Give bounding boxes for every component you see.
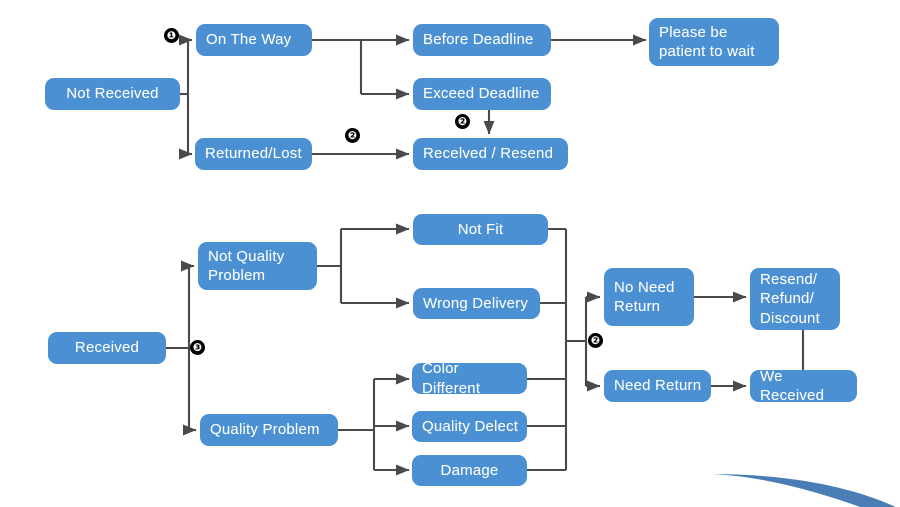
node-label: Quality Problem bbox=[210, 421, 320, 439]
marker-glyph: ❷ bbox=[347, 129, 358, 142]
node-not-quality-problem[interactable]: Not Quality Problem bbox=[198, 242, 317, 290]
node-label: Returned/Lost bbox=[205, 145, 302, 163]
marker-3-icon: ❸ bbox=[190, 340, 205, 355]
node-label: Resend/ Refund/ Discount bbox=[760, 271, 820, 327]
node-we-received[interactable]: We Received bbox=[750, 367, 857, 404]
node-color-different[interactable]: Color Different bbox=[412, 360, 527, 397]
node-exceed-deadline[interactable]: Exceed Deadline bbox=[413, 78, 551, 110]
node-received[interactable]: Received bbox=[48, 332, 166, 364]
node-quality-delect[interactable]: Quality Delect bbox=[412, 411, 527, 442]
marker-glyph: ❶ bbox=[166, 29, 177, 42]
marker-glyph: ❸ bbox=[192, 341, 203, 354]
node-label: Damage bbox=[440, 461, 499, 479]
node-label: Not Quality Problem bbox=[208, 247, 285, 284]
node-label: On The Way bbox=[206, 31, 292, 49]
node-need-return[interactable]: Need Return bbox=[604, 370, 711, 402]
marker-2-exceed-icon: ❷ bbox=[455, 114, 470, 129]
node-label: Recelved / Resend bbox=[423, 145, 554, 163]
node-resend-refund-discount[interactable]: Resend/ Refund/ Discount bbox=[750, 268, 840, 330]
node-label: Before Deadline bbox=[423, 31, 534, 49]
node-label: Exceed Deadline bbox=[423, 85, 540, 103]
node-please-be-patient[interactable]: Please be patient to wait bbox=[649, 18, 779, 66]
node-label: Need Return bbox=[614, 377, 702, 395]
node-quality-problem[interactable]: Quality Problem bbox=[200, 414, 338, 446]
node-label: We Received bbox=[760, 367, 825, 404]
node-no-need-return[interactable]: No Need Return bbox=[604, 268, 694, 326]
node-label: Quality Delect bbox=[422, 417, 519, 435]
node-before-deadline[interactable]: Before Deadline bbox=[413, 24, 551, 56]
node-label: Please be patient to wait bbox=[659, 23, 755, 60]
decorative-swoosh-icon bbox=[710, 474, 896, 507]
marker-glyph: ❷ bbox=[590, 334, 601, 347]
node-label: Color Different bbox=[422, 360, 481, 397]
node-on-the-way[interactable]: On The Way bbox=[196, 24, 312, 56]
node-returned-lost[interactable]: Returned/Lost bbox=[195, 138, 312, 170]
node-label: Received bbox=[74, 339, 140, 357]
node-not-received[interactable]: Not Received bbox=[45, 78, 180, 110]
marker-2-returned-icon: ❷ bbox=[345, 128, 360, 143]
node-label: Not Received bbox=[66, 85, 159, 103]
marker-glyph: ❷ bbox=[457, 115, 468, 128]
node-label: Wrong Delivery bbox=[423, 294, 529, 312]
node-wrong-delivery[interactable]: Wrong Delivery bbox=[413, 288, 540, 319]
node-label: No Need Return bbox=[614, 278, 675, 315]
node-label: Not Fit bbox=[457, 220, 504, 238]
node-damage[interactable]: Damage bbox=[412, 455, 527, 486]
node-recelved-resend[interactable]: Recelved / Resend bbox=[413, 138, 568, 170]
marker-2-merge-icon: ❷ bbox=[588, 333, 603, 348]
node-not-fit[interactable]: Not Fit bbox=[413, 214, 548, 245]
marker-1-icon: ❶ bbox=[164, 28, 179, 43]
